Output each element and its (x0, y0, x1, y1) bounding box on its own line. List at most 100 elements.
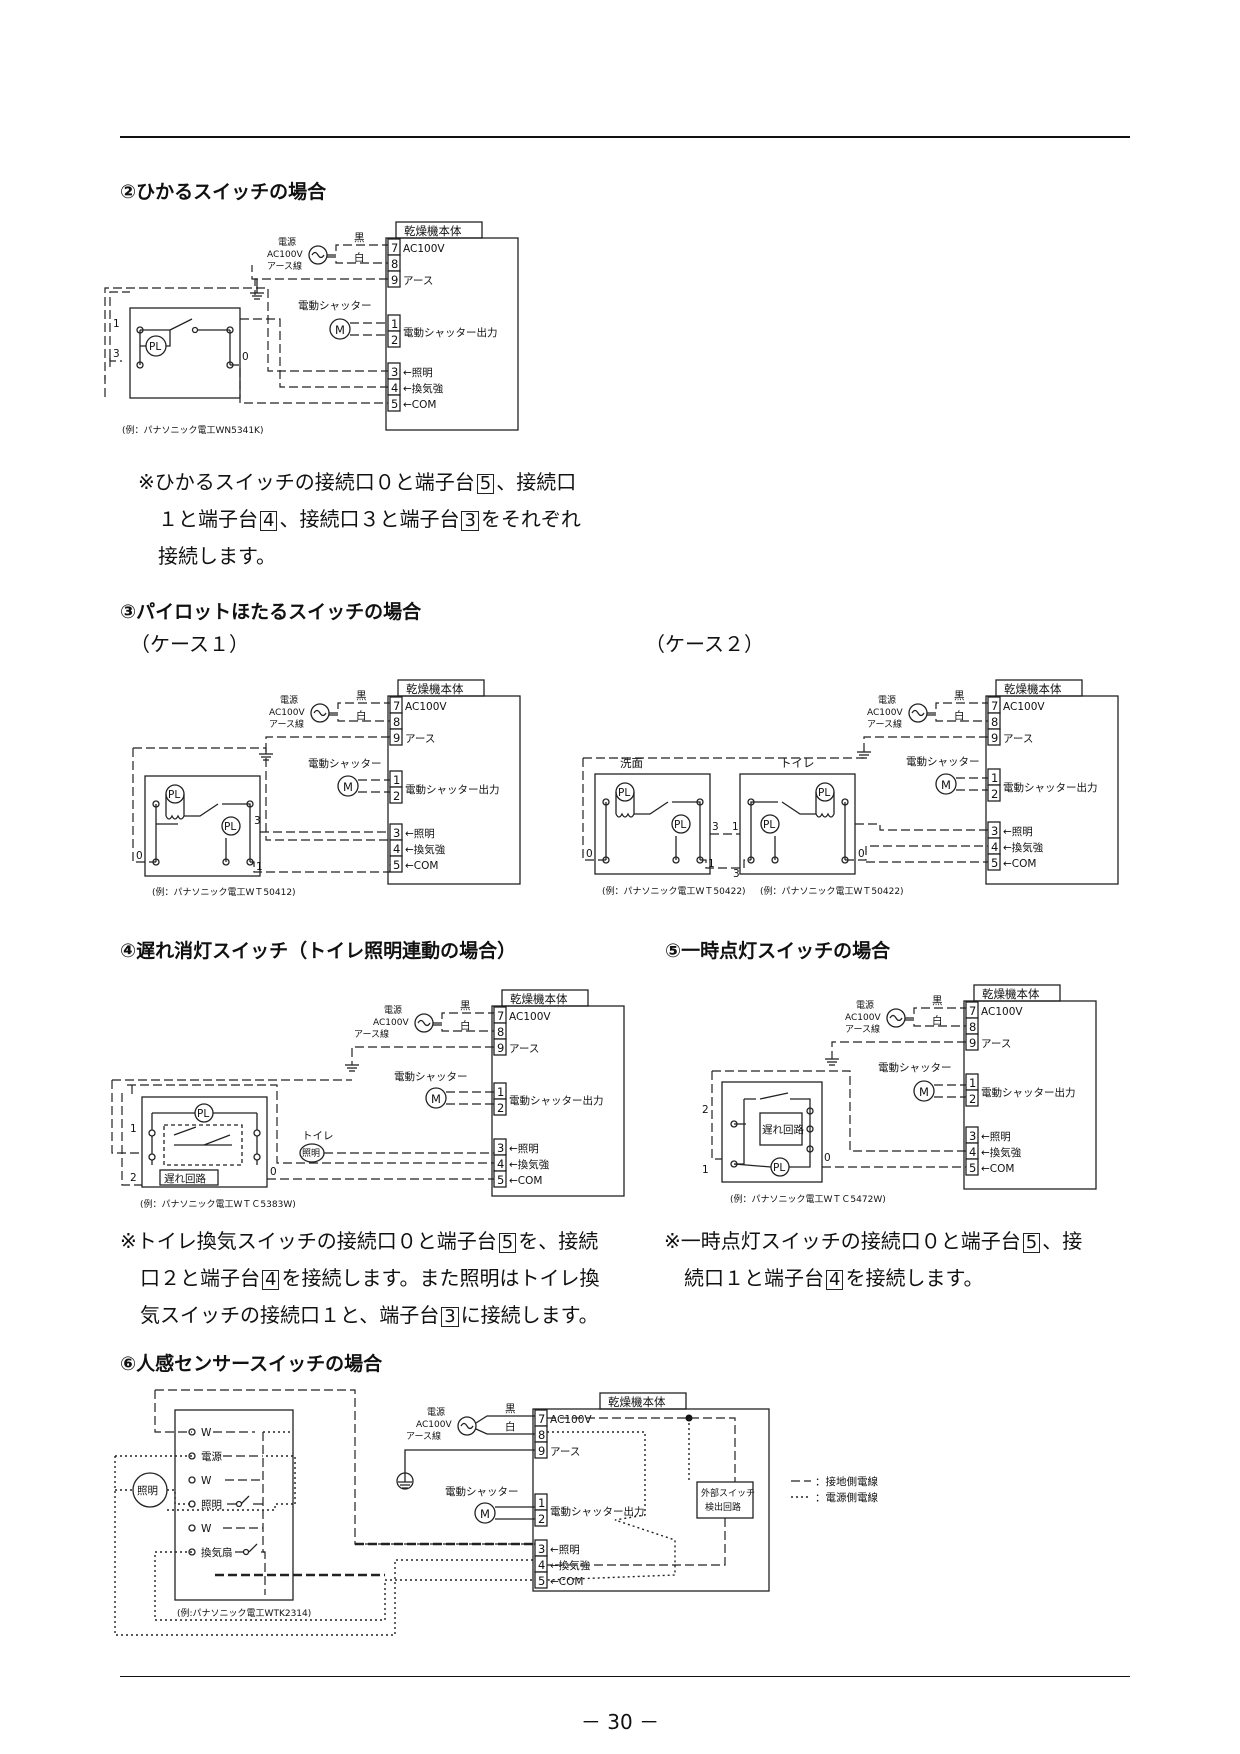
svg-text:(例：パナソニック電工WＴ50422): (例：パナソニック電工WＴ50422) (602, 885, 746, 897)
svg-text:←COM: ←COM (981, 1163, 1014, 1175)
svg-text:←換気強: ←換気強 (981, 1146, 1022, 1159)
svg-text:白: 白 (954, 709, 965, 722)
switch-box (129, 307, 241, 399)
svg-text:：電源側電線: ：電源側電線 (815, 1491, 878, 1504)
diagram-pilot-case1: 乾燥機本体 7 8 9 1 2 3 4 5 AC100V アース 電動シャッター… (132, 679, 521, 898)
svg-text:0: 0 (858, 848, 865, 860)
svg-text:AC100V: AC100V (1003, 701, 1045, 713)
svg-text:1: 1 (113, 318, 120, 330)
svg-text:乾燥機本体: 乾燥機本体 (608, 1395, 666, 1409)
svg-text:4: 4 (991, 840, 998, 854)
svg-text:電動シャッター出力: 電動シャッター出力 (981, 1086, 1076, 1099)
svg-text:3: 3 (969, 1129, 976, 1143)
diagram-temp-light-switch: 乾燥機本体 7 8 9 1 2 3 4 5 AC100V アース 電動シャッター… (702, 984, 1097, 1205)
svg-text:←COM: ←COM (509, 1175, 542, 1187)
svg-text:PL: PL (168, 789, 180, 801)
svg-text:AC100V: AC100V (416, 1420, 452, 1430)
diagram-hikaru-switch: 乾燥機本体 7 8 9 1 2 3 4 5 AC100V アース 電動シャッター… (104, 221, 519, 436)
svg-text:M: M (431, 1092, 441, 1106)
svg-text:黒: 黒 (356, 690, 367, 702)
svg-text:アース: アース (981, 1038, 1011, 1050)
svg-text:3: 3 (393, 826, 400, 840)
svg-text:電源: 電源 (278, 237, 296, 248)
svg-text:電源: 電源 (878, 695, 896, 706)
svg-text:←COM: ←COM (550, 1576, 583, 1588)
svg-text:4: 4 (497, 1157, 504, 1171)
svg-text:黒: 黒 (354, 232, 365, 244)
svg-text:←照明: ←照明 (405, 828, 435, 840)
bottom-rule (120, 1676, 1130, 1677)
section-5-heading: ⑤一時点灯スイッチの場合 (665, 940, 891, 962)
svg-text:黒: 黒 (954, 690, 965, 702)
external-switch-detector (696, 1481, 754, 1519)
svg-text:M: M (941, 778, 951, 792)
svg-text:2: 2 (497, 1101, 504, 1115)
svg-text:PL: PL (618, 787, 630, 799)
svg-text:電動シャッター: 電動シャッター (394, 1070, 468, 1083)
svg-text:←COM: ←COM (403, 399, 436, 411)
svg-text:PL: PL (674, 819, 686, 831)
svg-text:1: 1 (393, 773, 400, 787)
svg-text:M: M (335, 323, 345, 337)
svg-text:3: 3 (113, 348, 120, 360)
svg-text:2: 2 (393, 789, 400, 803)
svg-text:←COM: ←COM (405, 860, 438, 872)
svg-text:AC100V: AC100V (981, 1006, 1023, 1018)
svg-text:1: 1 (969, 1076, 976, 1090)
svg-text:2: 2 (969, 1092, 976, 1106)
svg-text:換気扇: 換気扇 (201, 1546, 233, 1559)
svg-text:W: W (201, 1427, 212, 1439)
case-2-label: （ケース２） (645, 632, 764, 656)
svg-text:白: 白 (460, 1019, 471, 1032)
svg-text:(例：パナソニック電工WＴ50412): (例：パナソニック電工WＴ50412) (152, 886, 296, 898)
svg-text:電源: 電源 (427, 1407, 445, 1418)
svg-text:アース線: アース線 (845, 1023, 880, 1035)
svg-text:(例:パナソニック電工WTK2314): (例:パナソニック電工WTK2314) (177, 1607, 311, 1619)
svg-text:3: 3 (254, 815, 261, 827)
svg-text:AC100V: AC100V (267, 250, 303, 260)
svg-text:1: 1 (708, 858, 715, 870)
svg-text:1: 1 (702, 1164, 709, 1176)
svg-text:PL: PL (224, 821, 236, 833)
svg-text:←照明: ←照明 (1003, 826, 1033, 838)
svg-text:電動シャッター: 電動シャッター (445, 1485, 519, 1498)
svg-text:8: 8 (497, 1025, 504, 1039)
svg-text:1: 1 (391, 317, 398, 331)
dryer-body (385, 237, 519, 431)
svg-text:PL: PL (197, 1108, 209, 1120)
svg-text:乾燥機本体: 乾燥機本体 (1004, 682, 1062, 696)
svg-text:PL: PL (818, 787, 830, 799)
svg-text:PL: PL (763, 819, 775, 831)
svg-text:白: 白 (356, 709, 367, 722)
svg-text:←換気強: ←換気強 (1003, 841, 1044, 854)
svg-text:5: 5 (991, 856, 998, 870)
svg-text:4: 4 (393, 842, 400, 856)
svg-text:電動シャッター: 電動シャッター (298, 299, 372, 312)
svg-text:電動シャッター: 電動シャッター (308, 757, 382, 770)
svg-text:M: M (343, 780, 353, 794)
svg-text:電源: 電源 (384, 1005, 402, 1016)
svg-text:3: 3 (733, 868, 740, 880)
svg-text:8: 8 (538, 1428, 545, 1442)
svg-text:AC100V: AC100V (550, 1414, 592, 1426)
svg-text:電動シャッター出力: 電動シャッター出力 (550, 1505, 645, 1518)
svg-text:←照明: ←照明 (550, 1544, 580, 1556)
svg-text:アース: アース (509, 1043, 539, 1055)
svg-text:トイレ: トイレ (780, 756, 815, 770)
svg-text:7: 7 (391, 241, 398, 255)
svg-text:7: 7 (538, 1412, 545, 1426)
svg-text:乾燥機本体: 乾燥機本体 (406, 682, 464, 696)
svg-text:←照明: ←照明 (403, 367, 433, 379)
svg-text:PL: PL (773, 1162, 785, 1174)
svg-text:8: 8 (393, 715, 400, 729)
svg-text:洗面: 洗面 (620, 756, 643, 770)
svg-text:5: 5 (969, 1161, 976, 1175)
svg-text:AC100V: AC100V (867, 708, 903, 718)
svg-text:0: 0 (270, 1166, 277, 1178)
svg-text:黒: 黒 (460, 1000, 471, 1012)
svg-text:電動シャッター出力: 電動シャッター出力 (403, 326, 498, 339)
sensor-switch-box (174, 1409, 294, 1601)
